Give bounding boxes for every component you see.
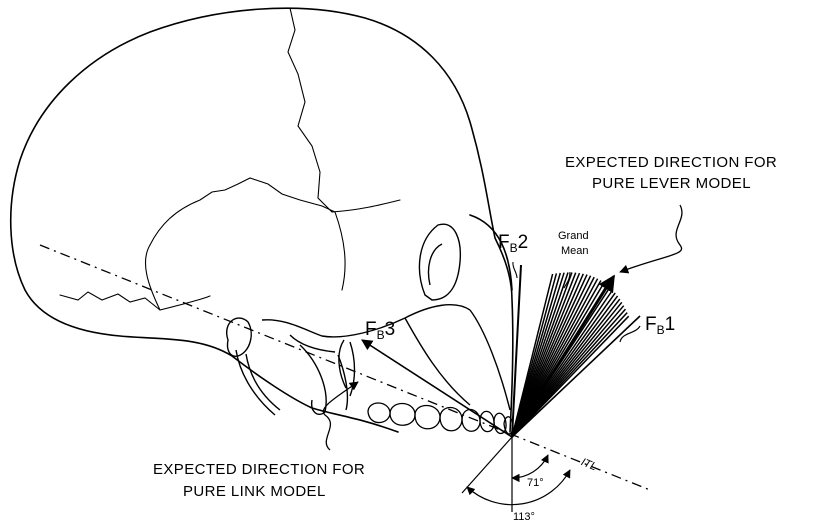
bite-force-vector-fan — [512, 273, 629, 438]
skull-sutures — [60, 8, 400, 310]
angle-113-label: 113° — [513, 511, 535, 523]
fb1-leader — [620, 326, 640, 342]
grand-mean-arrow — [512, 276, 614, 437]
angle-arc-71 — [512, 455, 548, 478]
lever-model-leader — [620, 205, 682, 272]
grand-mean-label-line1: Grand — [558, 230, 589, 242]
link-model-label-line2: PURE LINK MODEL — [183, 483, 326, 500]
skull-outline — [11, 8, 513, 432]
angle-arc-113 — [467, 470, 570, 505]
grand-mean-label-line2: Mean — [561, 245, 589, 257]
fb2-label: FB2 — [498, 232, 528, 255]
itl-label: ITL — [579, 456, 598, 473]
fb1-label: FB1 — [645, 314, 675, 337]
fb3-label: FB3 — [365, 319, 395, 342]
fb3-vector — [362, 340, 512, 437]
angle-ray-lower-left — [462, 437, 512, 493]
orbit — [419, 224, 460, 300]
lever-model-label-line2: PURE LEVER MODEL — [592, 175, 751, 192]
lever-model-label-line1: EXPECTED DIRECTION FOR — [565, 154, 777, 171]
fb2-leader — [513, 262, 517, 278]
angle-71-label: 71° — [527, 477, 544, 489]
link-model-label-line1: EXPECTED DIRECTION FOR — [153, 461, 365, 478]
